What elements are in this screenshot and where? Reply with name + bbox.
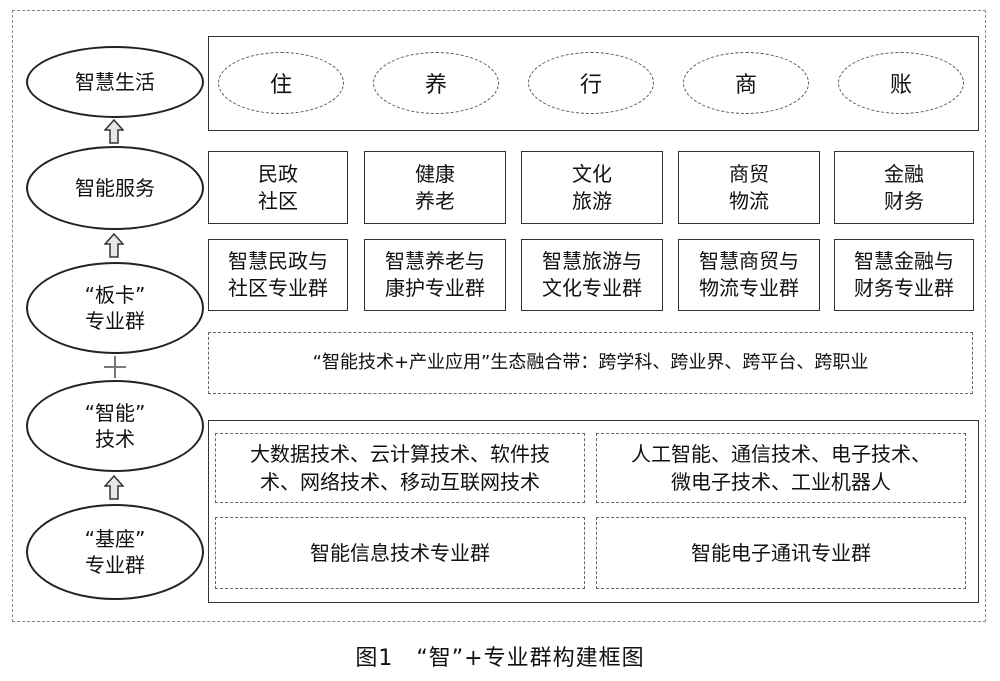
base-left-cell: 智能信息技术专业群 bbox=[215, 517, 585, 589]
group-cell: 智慧养老与 康护专业群 bbox=[364, 239, 506, 311]
service-cell: 商贸 物流 bbox=[678, 151, 820, 224]
ellipse-base-group: “基座” 专业群 bbox=[26, 504, 204, 600]
up-arrow-icon bbox=[104, 118, 124, 144]
group-cell: 智慧商贸与 物流专业群 bbox=[678, 239, 820, 311]
ellipse-smart-tech: “智能” 技术 bbox=[26, 380, 204, 472]
plus-icon bbox=[104, 356, 126, 378]
service-cell: 金融 财务 bbox=[834, 151, 974, 224]
life-item: 行 bbox=[528, 52, 654, 114]
group-cell: 智慧旅游与 文化专业群 bbox=[521, 239, 663, 311]
tech-right-cell: 人工智能、通信技术、电子技术、 微电子技术、工业机器人 bbox=[596, 433, 966, 503]
base-right-cell: 智能电子通讯专业群 bbox=[596, 517, 966, 589]
life-item: 住 bbox=[218, 52, 344, 114]
diagram-frame bbox=[12, 10, 986, 622]
life-row-box bbox=[208, 36, 979, 131]
service-cell: 健康 养老 bbox=[364, 151, 506, 224]
eco-band: “智能技术+产业应用”生态融合带：跨学科、跨业界、跨平台、跨职业 bbox=[208, 332, 973, 394]
up-arrow-icon bbox=[104, 232, 124, 258]
figure-caption: 图1 “智”+专业群构建框图 bbox=[355, 646, 645, 671]
tech-base-box bbox=[208, 420, 979, 603]
tech-left-cell: 大数据技术、云计算技术、软件技 术、网络技术、移动互联网技术 bbox=[215, 433, 585, 503]
up-arrow-icon bbox=[104, 474, 124, 500]
life-item: 养 bbox=[373, 52, 499, 114]
service-cell: 民政 社区 bbox=[208, 151, 348, 224]
ellipse-smart-service: 智能服务 bbox=[26, 146, 204, 230]
group-cell: 智慧民政与 社区专业群 bbox=[208, 239, 348, 311]
life-item: 账 bbox=[838, 52, 964, 114]
life-item: 商 bbox=[683, 52, 809, 114]
ellipse-smart-life: 智慧生活 bbox=[26, 46, 204, 118]
service-cell: 文化 旅游 bbox=[521, 151, 663, 224]
ellipse-board-group: “板卡” 专业群 bbox=[26, 262, 204, 354]
group-cell: 智慧金融与 财务专业群 bbox=[834, 239, 974, 311]
